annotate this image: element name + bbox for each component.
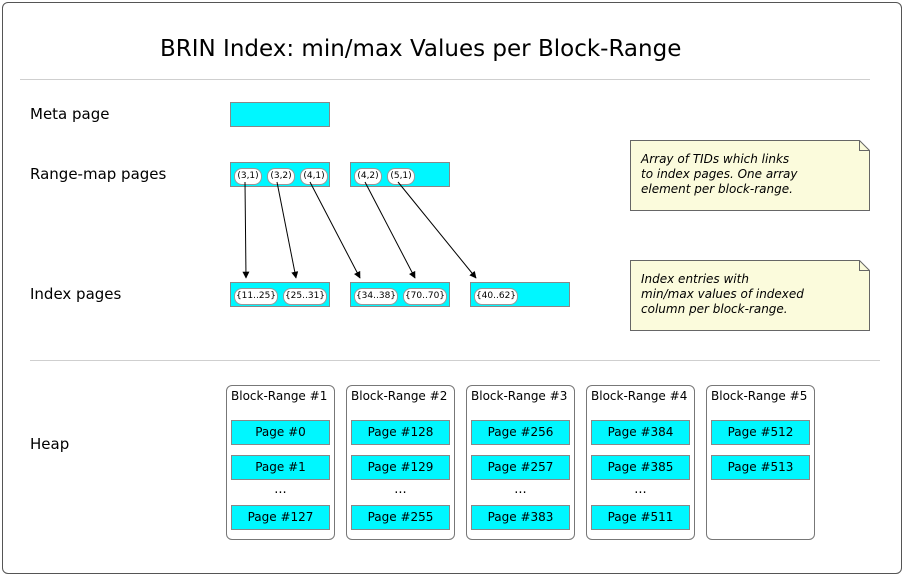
arrow-line — [276, 181, 299, 279]
diagram-frame — [2, 2, 902, 574]
heap-page: Page #511 — [591, 505, 690, 530]
range-map-entry: (3,1) — [234, 168, 262, 185]
index-entry: {70..70} — [403, 288, 447, 305]
range-map-entry: (4,2) — [354, 168, 382, 185]
note-range-map: Array of TIDs which links to index pages… — [630, 140, 870, 211]
index-entry: {25..31} — [283, 288, 327, 305]
block-range-4: Block-Range #4 Page #384 Page #385 ... P… — [586, 385, 695, 540]
range-map-page: (3,1) (3,2) (4,1) — [230, 162, 330, 187]
heap-page: Page #0 — [231, 420, 330, 445]
arrow-line — [397, 181, 477, 279]
row-label-range-map-pages: Range-map pages — [30, 165, 167, 183]
range-map-entry: (4,1) — [300, 168, 328, 185]
ellipsis: ... — [274, 482, 287, 497]
meta-page-box — [230, 102, 330, 127]
note-text: Array of TIDs which links to index pages… — [641, 152, 798, 196]
range-map-entry: (3,2) — [267, 168, 295, 185]
index-page: {34..38} {70..70} — [350, 282, 450, 307]
block-range-label: Block-Range #3 — [471, 389, 568, 403]
ellipsis: ... — [634, 482, 647, 497]
row-label-meta-page: Meta page — [30, 105, 110, 123]
row-label-heap: Heap — [30, 435, 70, 453]
heap-page: Page #384 — [591, 420, 690, 445]
heap-divider — [30, 360, 880, 361]
block-range-label: Block-Range #1 — [231, 389, 328, 403]
block-range-2: Block-Range #2 Page #128 Page #129 ... P… — [346, 385, 455, 540]
block-range-label: Block-Range #5 — [711, 389, 808, 403]
ellipsis: ... — [514, 482, 527, 497]
heap-page: Page #255 — [351, 505, 450, 530]
index-entry: {40..62} — [474, 288, 518, 305]
index-entry: {34..38} — [354, 288, 398, 305]
index-page: {40..62} — [470, 282, 570, 307]
range-map-page: (4,2) (5,1) — [350, 162, 450, 187]
ellipsis: ... — [394, 482, 407, 497]
arrow-line — [309, 181, 361, 279]
heap-page: Page #385 — [591, 455, 690, 480]
block-range-label: Block-Range #2 — [351, 389, 448, 403]
note-icon — [630, 140, 870, 211]
heap-page: Page #129 — [351, 455, 450, 480]
heap-page: Page #127 — [231, 505, 330, 530]
title-divider — [20, 79, 870, 80]
heap-page: Page #383 — [471, 505, 570, 530]
index-entry: {11..25} — [234, 288, 278, 305]
heap-page: Page #257 — [471, 455, 570, 480]
block-range-1: Block-Range #1 Page #0 Page #1 ... Page … — [226, 385, 335, 540]
block-range-label: Block-Range #4 — [591, 389, 688, 403]
note-index-entries: Index entries with min/max values of ind… — [630, 260, 870, 331]
heap-page: Page #128 — [351, 420, 450, 445]
index-page: {11..25} {25..31} — [230, 282, 330, 307]
heap-page: Page #512 — [711, 420, 810, 445]
row-label-index-pages: Index pages — [30, 285, 122, 303]
heap-page: Page #1 — [231, 455, 330, 480]
note-icon — [630, 260, 870, 331]
arrow-line — [364, 181, 416, 279]
diagram-title: BRIN Index: min/max Values per Block-Ran… — [160, 36, 682, 62]
note-text: Index entries with min/max values of ind… — [641, 272, 804, 316]
range-map-entry: (5,1) — [387, 168, 415, 185]
block-range-5: Block-Range #5 Page #512 Page #513 — [706, 385, 815, 540]
heap-page: Page #513 — [711, 455, 810, 480]
heap-page: Page #256 — [471, 420, 570, 445]
block-range-3: Block-Range #3 Page #256 Page #257 ... P… — [466, 385, 575, 540]
arrow-line — [242, 181, 250, 279]
